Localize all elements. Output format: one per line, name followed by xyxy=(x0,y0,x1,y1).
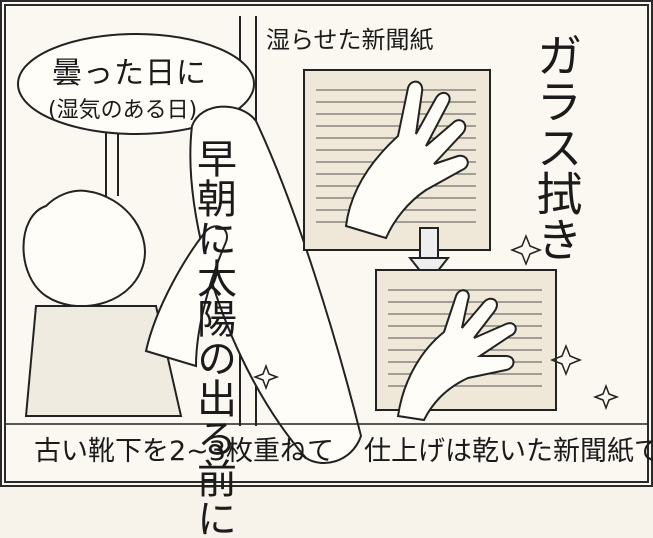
bubble-text-humid: (湿気のある日) xyxy=(48,98,198,123)
hand-top xyxy=(344,80,469,240)
sparkles xyxy=(252,233,620,411)
bubble-text-cloudy-day: 曇った日に xyxy=(52,56,207,91)
line-drawing xyxy=(6,16,647,464)
caption-old-socks: 古い靴下を2~3枚重ねて xyxy=(34,436,334,467)
vertical-bubble xyxy=(189,105,363,464)
label-wet-newspaper: 湿らせた新聞紙 xyxy=(266,26,434,54)
person-figure xyxy=(22,189,228,417)
speech-bubble xyxy=(17,33,255,135)
title-window-cleaning: ガラス拭き xyxy=(529,32,584,262)
caption-dry-newspaper: 仕上げは乾いた新聞紙で xyxy=(364,436,653,467)
advice-early-morning: 早朝に太陽の出る前に xyxy=(190,138,236,538)
hand-bottom xyxy=(396,289,517,422)
